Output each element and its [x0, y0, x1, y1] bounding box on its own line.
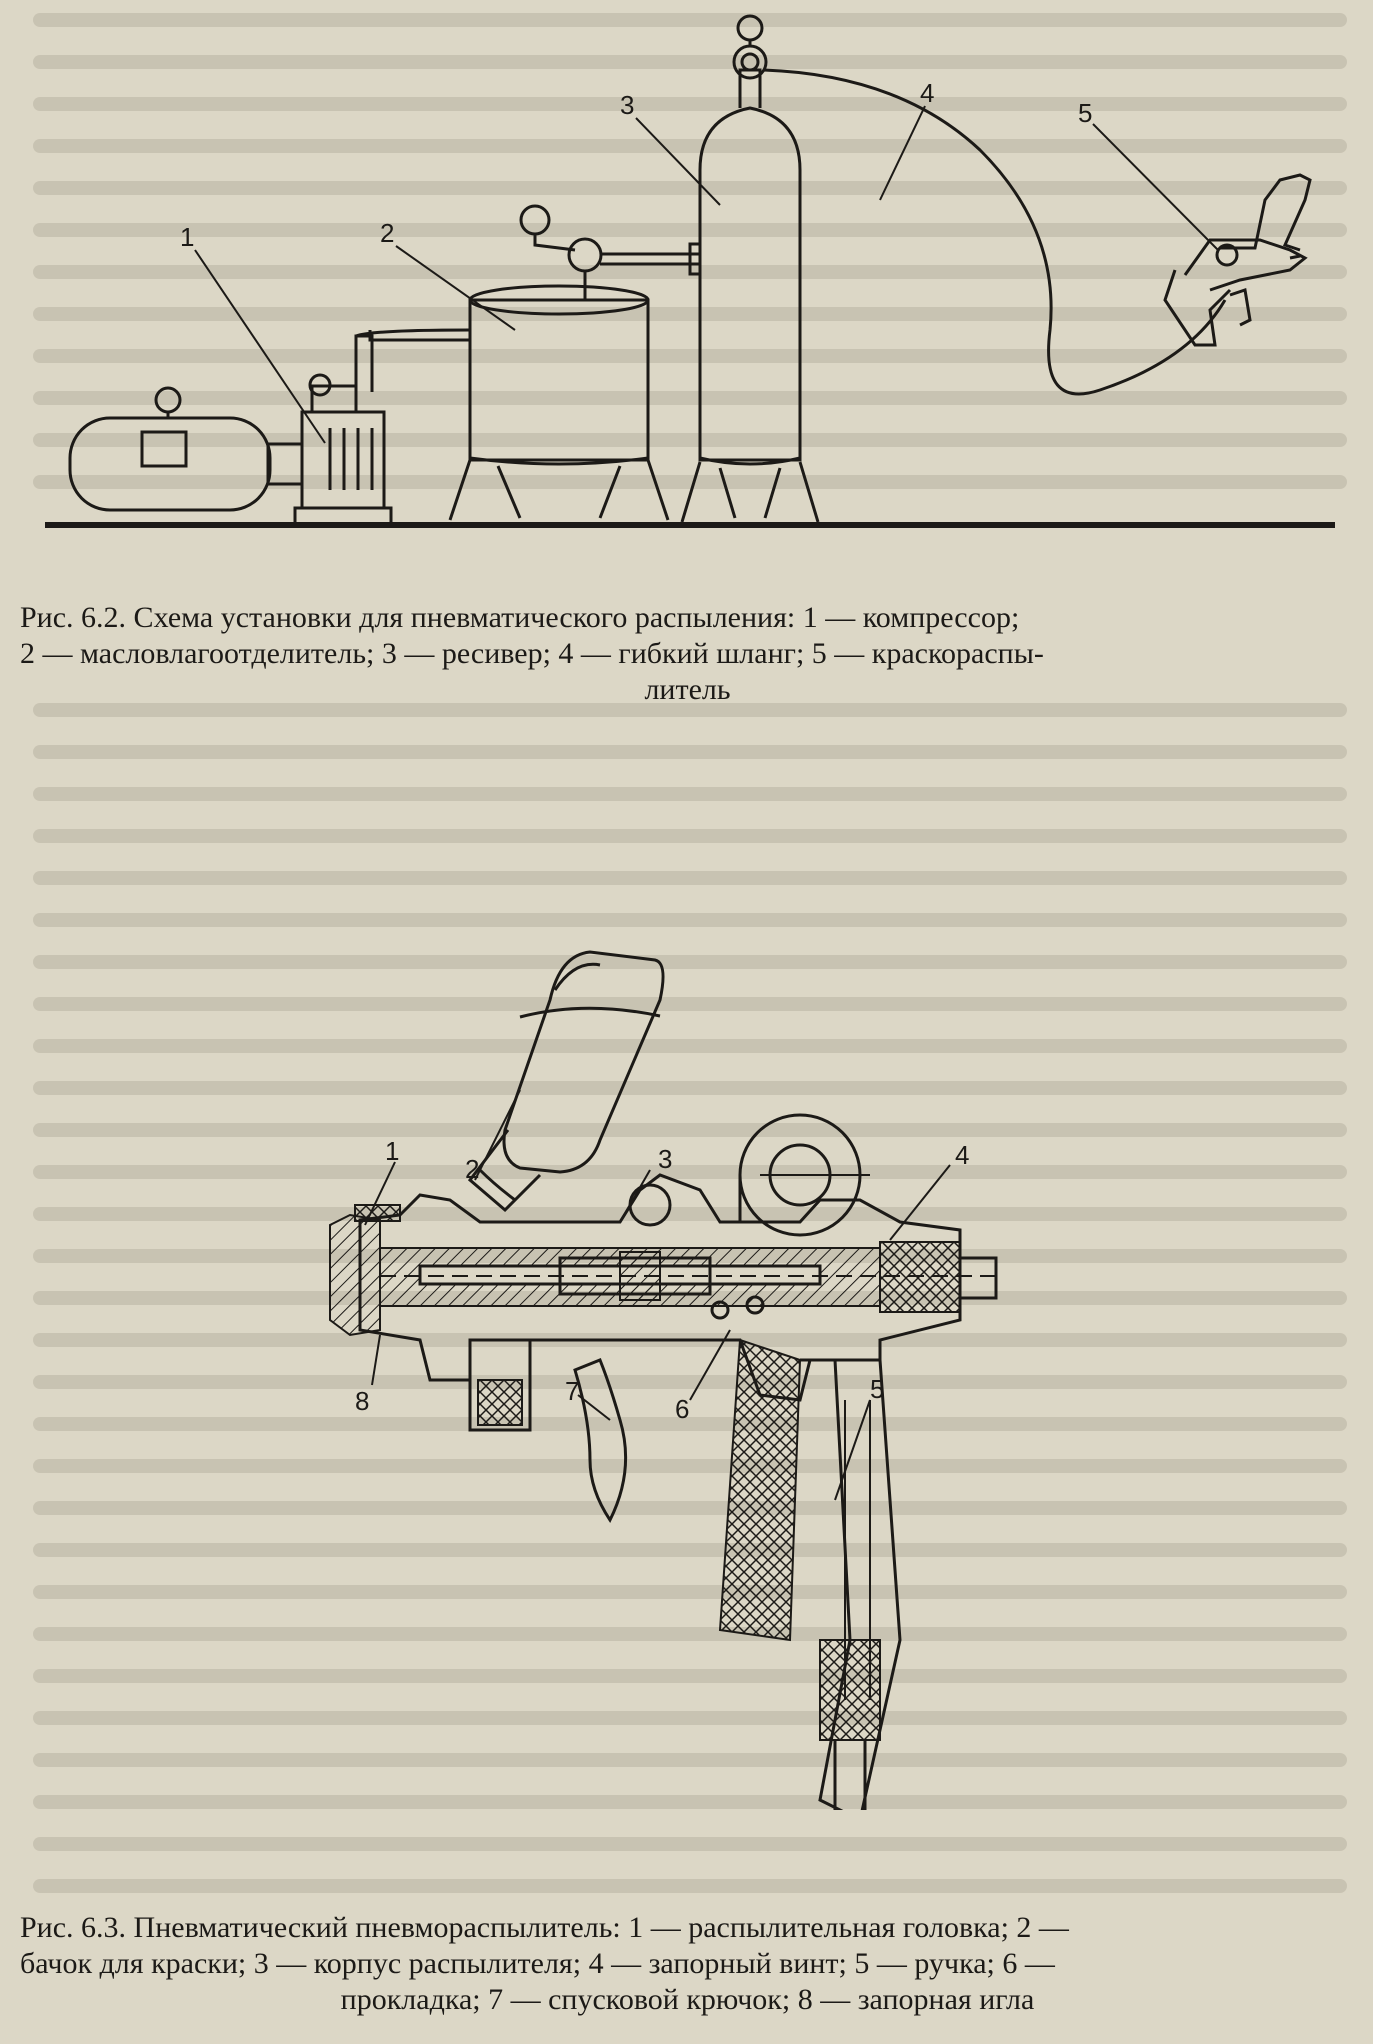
- fig1-caption-line-2: 2 — масловлагоотделитель; 3 — ресивер; 4…: [20, 637, 1044, 670]
- spray-installation-diagram: 1 2 3 4 5: [45, 14, 1335, 528]
- fig2-label-6: 6: [675, 1394, 689, 1424]
- figure-6-2: 1 2 3 4 5: [0, 0, 1373, 580]
- fig2-caption-line-1: Рис. 6.3. Пневматический пневмораспылите…: [20, 1911, 1069, 1944]
- spray-gun-small: [1163, 173, 1312, 347]
- fig2-caption-line-2: бачок для краски; 3 — корпус распылителя…: [20, 1947, 1055, 1980]
- fig1-label-1: 1: [180, 222, 194, 252]
- spray-gun-section-diagram: 1 2 3 4 5 6 7 8: [329, 950, 1000, 1810]
- fig1-label-3: 3: [620, 90, 634, 120]
- fig2-label-5: 5: [870, 1374, 884, 1404]
- paint-cup: [467, 950, 665, 1213]
- figure-6-3-caption: Рис. 6.3. Пневматический пневмораспылите…: [20, 1910, 1355, 2018]
- fig1-label-2: 2: [380, 218, 394, 248]
- fig2-caption-line-3: прокладка; 7 — спусковой крючок; 8 — зап…: [340, 1983, 1035, 2016]
- gun-body: [329, 1113, 1000, 1432]
- fig1-label-4: 4: [920, 78, 934, 108]
- compressor-unit: [68, 373, 393, 526]
- fig2-label-2: 2: [465, 1154, 479, 1184]
- fig2-label-7: 7: [565, 1376, 579, 1406]
- fig1-caption-line-3: литель: [644, 673, 731, 706]
- trigger-hook: [573, 1358, 628, 1523]
- fig2-label-1: 1: [385, 1136, 399, 1166]
- gun-handle: [718, 1338, 902, 1810]
- fig1-caption-line-1: Рис. 6.2. Схема установки для пневматиче…: [20, 601, 1020, 634]
- receiver-cylinder: [680, 14, 820, 523]
- fig2-label-4: 4: [955, 1140, 969, 1170]
- separator-tank: [448, 204, 700, 521]
- figure-6-2-caption: Рис. 6.2. Схема установки для пневматиче…: [20, 600, 1355, 708]
- fig2-label-3: 3: [658, 1144, 672, 1174]
- fig1-label-5: 5: [1078, 98, 1092, 128]
- figure-6-3: 1 2 3 4 5 6 7 8: [0, 930, 1373, 1810]
- flexible-hose: [763, 68, 1227, 396]
- fig2-label-8: 8: [355, 1386, 369, 1416]
